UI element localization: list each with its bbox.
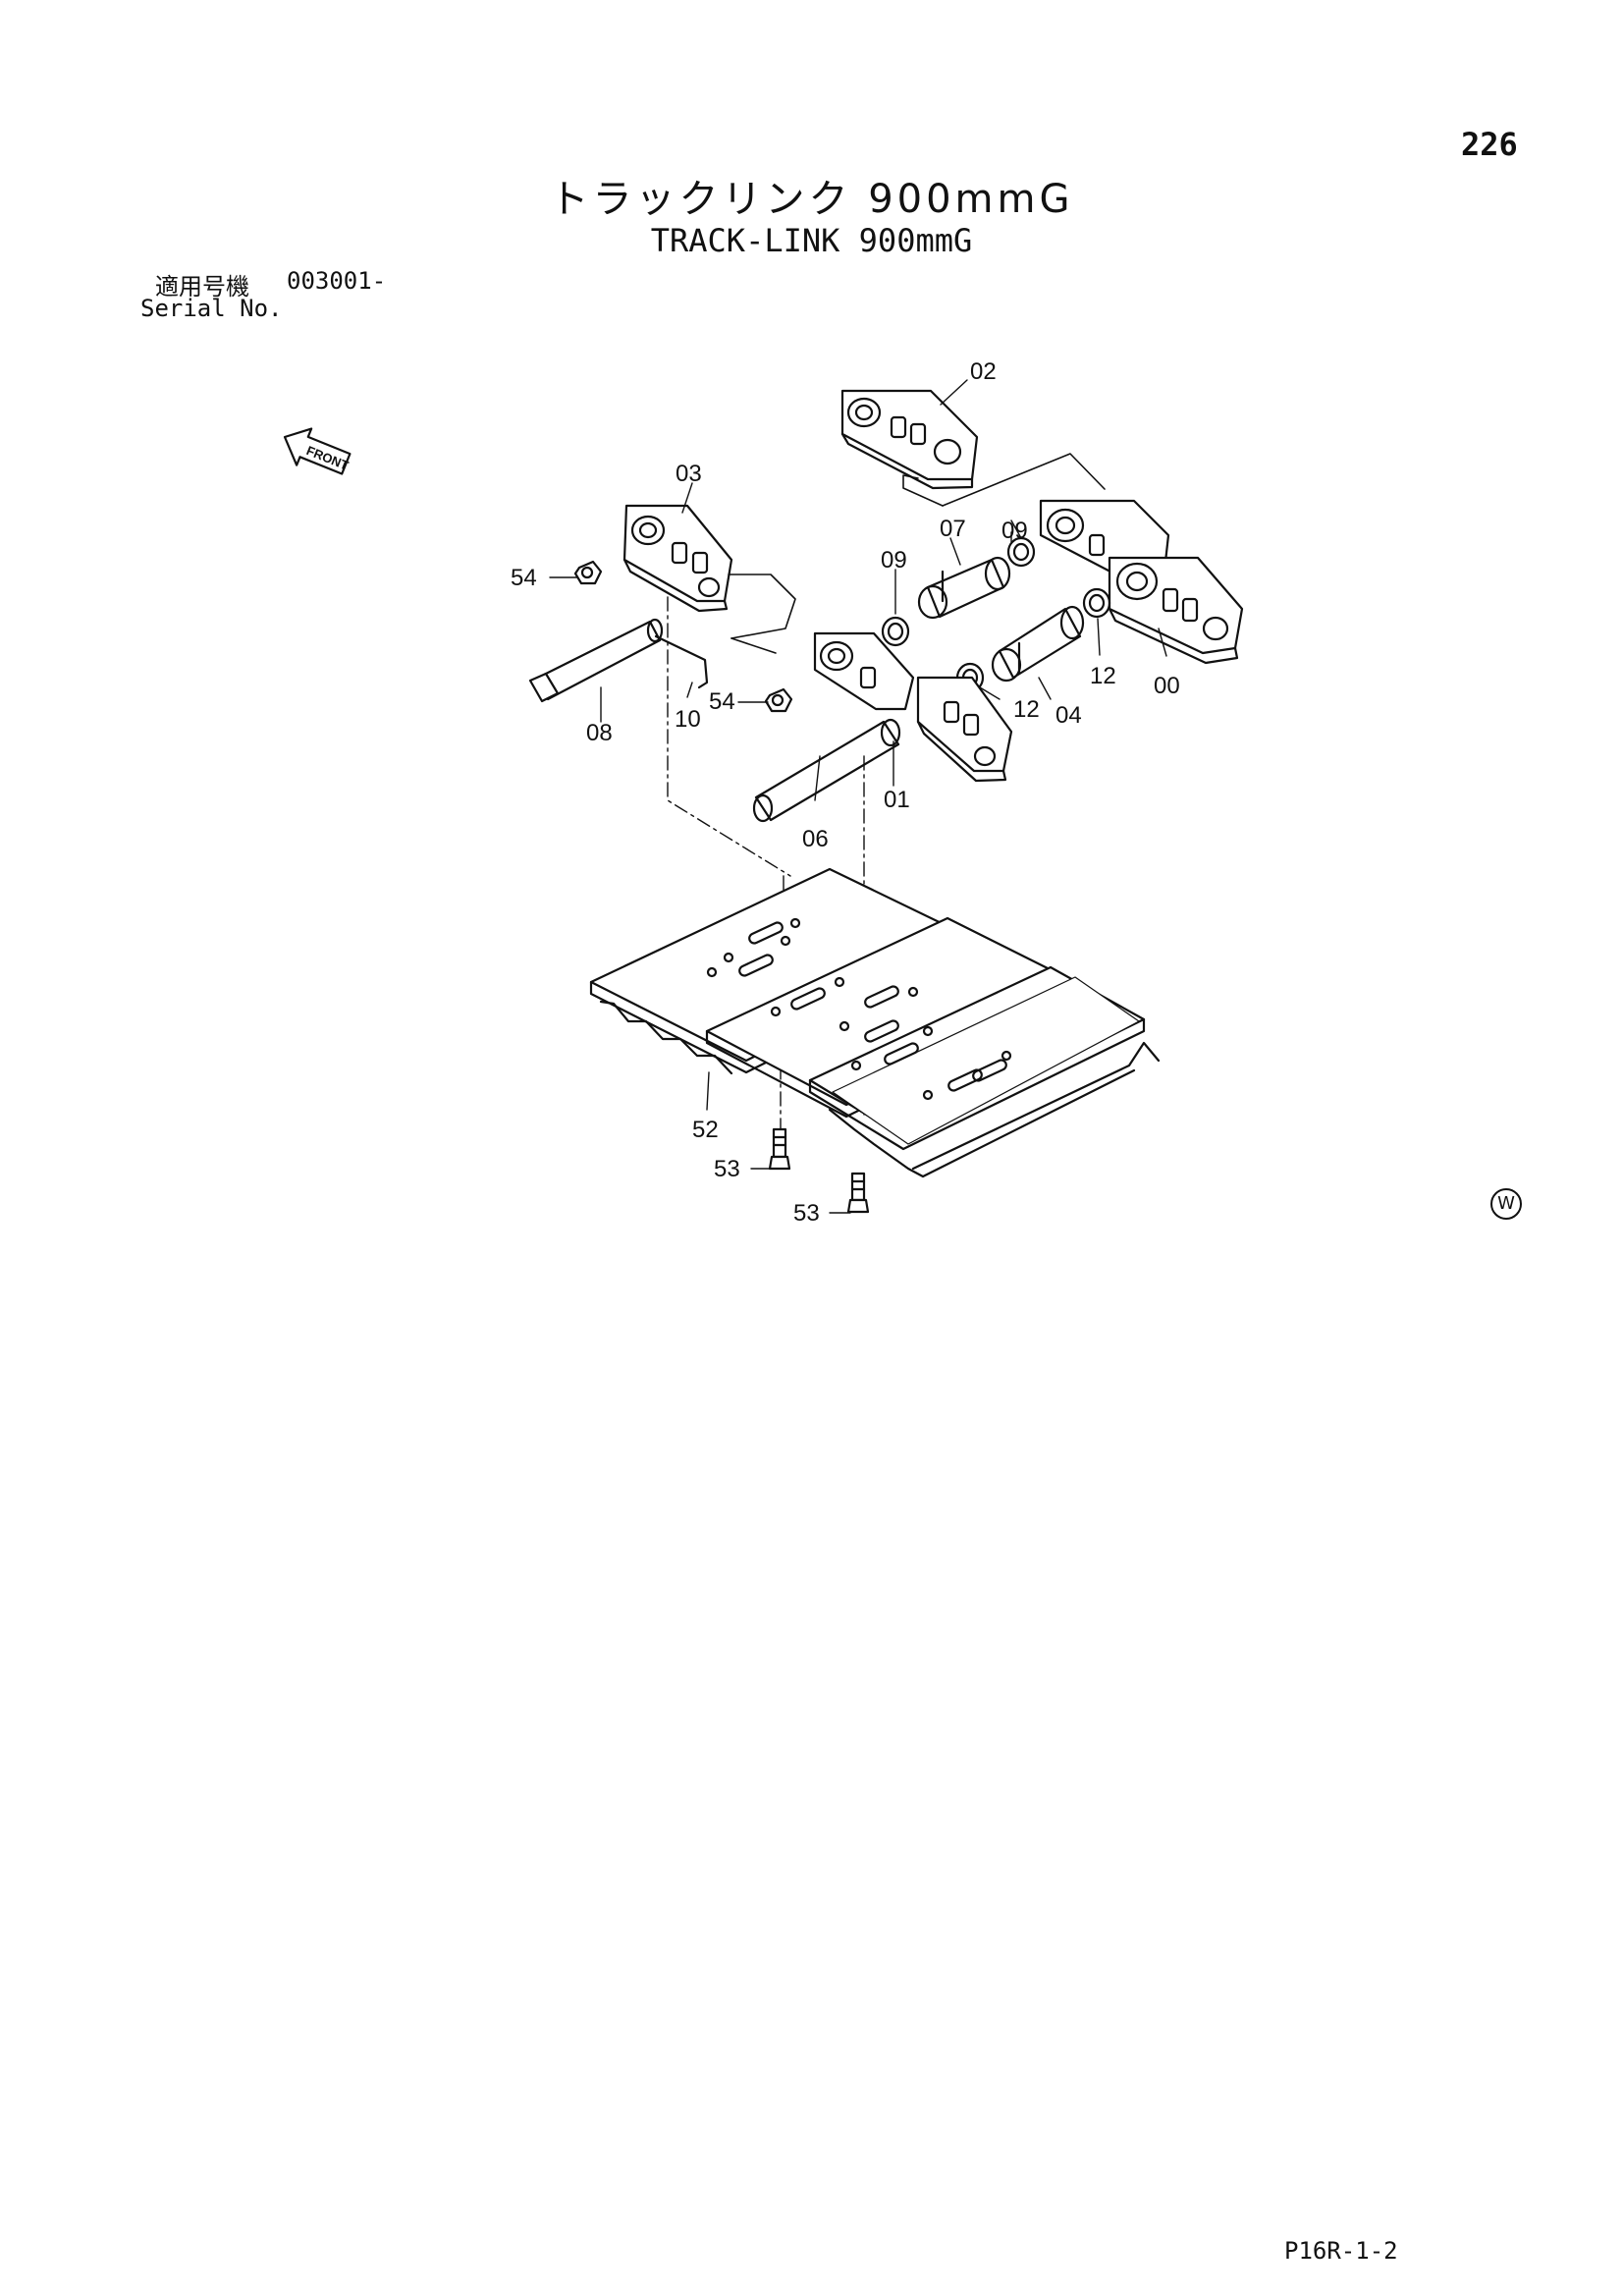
pin-06	[752, 718, 901, 823]
track-link-00	[1039, 499, 1244, 665]
w-mark-icon: W	[1490, 1188, 1522, 1220]
track-link-01	[813, 631, 1013, 783]
bushing-07	[917, 556, 1011, 620]
label-part-54-center: 54	[709, 688, 735, 715]
page-number: 226	[1461, 126, 1518, 163]
bushing-04	[991, 605, 1085, 683]
track-shoe-52	[589, 867, 1161, 1178]
label-part-02: 02	[970, 358, 997, 385]
label-part-09-left: 09	[881, 547, 907, 574]
label-part-08: 08	[586, 720, 613, 746]
nut-54-center	[764, 687, 793, 713]
label-part-54-top: 54	[511, 565, 537, 591]
serial-value: 003001-	[287, 267, 387, 295]
track-link-03	[622, 504, 733, 613]
label-part-03: 03	[676, 461, 702, 487]
bolt-53-right	[846, 1172, 870, 1214]
seal-09-left	[881, 616, 910, 647]
page-title-japanese: トラックリンク 900mmG	[549, 177, 1074, 222]
label-part-07: 07	[940, 516, 966, 542]
nut-54-top	[573, 560, 603, 585]
pin-08	[528, 618, 664, 703]
label-part-04: 04	[1055, 702, 1082, 729]
label-part-10: 10	[675, 706, 701, 733]
front-arrow-icon: FRONT	[283, 427, 352, 475]
label-part-00: 00	[1154, 673, 1180, 699]
serial-label-japanese: 適用号機	[155, 273, 249, 301]
label-part-12-left: 12	[1013, 696, 1040, 723]
seal-12-right	[1082, 587, 1111, 619]
track-link-02	[840, 389, 979, 490]
leader-lines	[549, 379, 1167, 1214]
label-part-52: 52	[692, 1117, 719, 1143]
page-title-english: TRACK-LINK 900mmG	[650, 222, 973, 259]
label-part-53-left: 53	[714, 1156, 740, 1182]
label-part-09-right: 09	[1001, 518, 1028, 544]
footer-code: P16R-1-2	[1284, 2237, 1398, 2265]
spring-pin-10	[654, 634, 709, 689]
bolt-53-left	[768, 1127, 791, 1171]
label-part-12-right: 12	[1090, 663, 1116, 689]
serial-label-english: Serial No.	[140, 295, 283, 322]
label-part-53-right: 53	[793, 1200, 820, 1227]
label-part-01: 01	[884, 787, 910, 813]
label-part-06: 06	[802, 826, 829, 852]
